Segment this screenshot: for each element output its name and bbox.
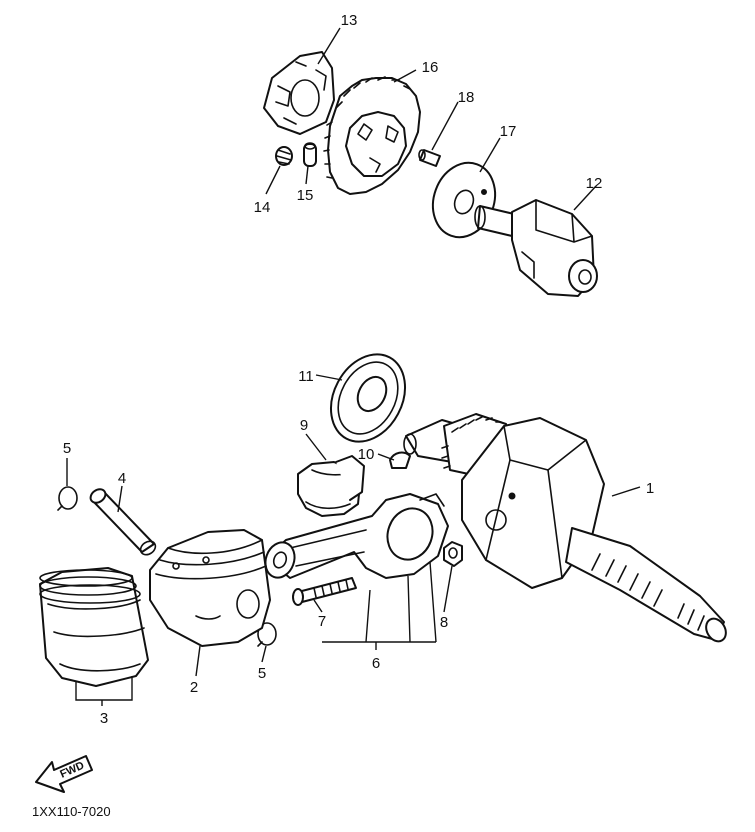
part-9-bearing xyxy=(297,455,365,517)
part-16-gear xyxy=(323,76,421,195)
part-14-spring xyxy=(275,146,293,166)
part-5-circlip-left xyxy=(57,486,78,511)
callout-13: 13 xyxy=(341,12,358,29)
callout-labels: 13 16 18 17 12 14 15 11 9 10 1 5 4 7 8 6… xyxy=(63,12,654,727)
callout-17: 17 xyxy=(500,123,517,140)
callout-3: 3 xyxy=(100,710,108,727)
callout-1: 1 xyxy=(646,480,654,497)
callout-2: 2 xyxy=(190,679,198,696)
fwd-arrow-icon: FWD xyxy=(35,755,93,793)
part-10-key xyxy=(389,451,411,469)
part-4-piston-pin xyxy=(89,488,157,556)
part-2-piston xyxy=(149,529,271,647)
callout-15: 15 xyxy=(297,187,314,204)
part-1-crankshaft xyxy=(403,413,727,643)
callout-7: 7 xyxy=(318,613,326,630)
callout-14: 14 xyxy=(254,199,271,216)
callout-4: 4 xyxy=(118,470,126,487)
part-5-circlip-right xyxy=(257,622,277,647)
part-18-dowel xyxy=(418,149,441,167)
part-12-shaft xyxy=(474,199,598,297)
part-6-connecting-rod xyxy=(264,493,449,579)
part-3-piston-rings xyxy=(39,567,149,687)
leader-lines xyxy=(66,27,641,706)
callout-10: 10 xyxy=(358,446,375,463)
callout-9: 9 xyxy=(300,417,308,434)
part-8-nut xyxy=(443,541,463,567)
callout-8: 8 xyxy=(440,614,448,631)
part-7-bolt xyxy=(292,577,357,606)
callout-5-left: 5 xyxy=(63,440,71,457)
part-11-oil-seal xyxy=(330,353,406,443)
callout-5-right: 5 xyxy=(258,665,266,682)
callout-16: 16 xyxy=(422,59,439,76)
diagram-reference-code: 1XX110-7020 xyxy=(32,804,111,819)
callout-12: 12 xyxy=(586,175,603,192)
callout-6: 6 xyxy=(372,655,380,672)
callout-18: 18 xyxy=(458,89,475,106)
part-13-rotor xyxy=(263,51,335,135)
callout-11: 11 xyxy=(298,368,314,385)
part-15-pin xyxy=(303,142,317,167)
